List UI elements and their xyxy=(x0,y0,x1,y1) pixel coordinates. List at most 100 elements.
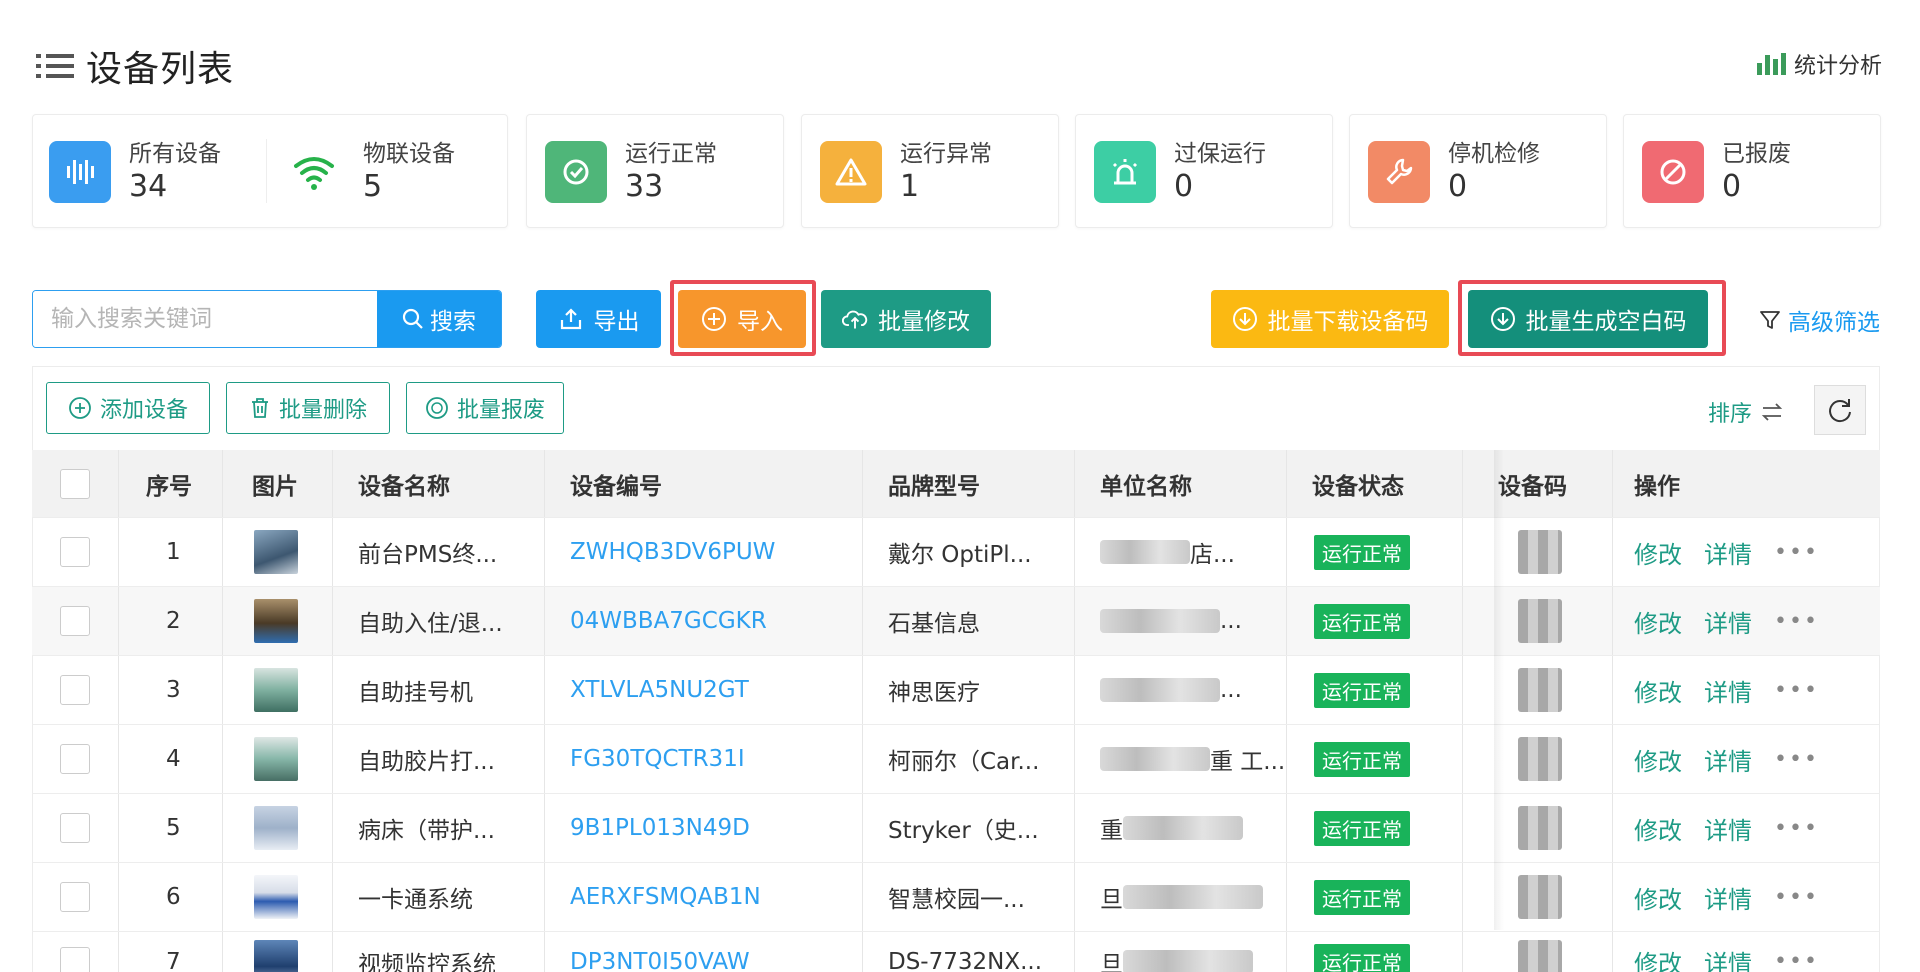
batch-download-code-button[interactable]: 批量下载设备码 xyxy=(1211,290,1449,348)
device-thumbnail[interactable] xyxy=(254,530,298,574)
status-badge: 运行正常 xyxy=(1314,810,1410,846)
detail-link[interactable]: 详情 xyxy=(1704,540,1752,569)
row-index: 3 xyxy=(166,677,181,703)
more-icon[interactable]: ••• xyxy=(1774,815,1819,841)
device-thumbnail[interactable] xyxy=(254,668,298,712)
detail-link[interactable]: 详情 xyxy=(1704,816,1752,845)
edit-link[interactable]: 修改 xyxy=(1634,950,1682,972)
col-header-actions: 操作 xyxy=(1634,473,1680,500)
batch-edit-button[interactable]: 批量修改 xyxy=(821,290,991,348)
row-index: 1 xyxy=(166,539,181,565)
search-input[interactable] xyxy=(33,291,377,347)
row-brand-model: 石基信息 xyxy=(888,611,980,637)
more-icon[interactable]: ••• xyxy=(1774,677,1819,703)
row-device-code-link[interactable]: ZWHQB3DV6PUW xyxy=(570,539,776,565)
summary-card-normal[interactable]: 运行正常 33 xyxy=(526,114,784,228)
detail-link[interactable]: 详情 xyxy=(1704,950,1752,972)
row-device-code-link[interactable]: 9B1PL013N49D xyxy=(570,815,750,841)
export-icon xyxy=(558,306,584,332)
detail-link[interactable]: 详情 xyxy=(1704,609,1752,638)
qr-code-thumbnail[interactable] xyxy=(1518,806,1562,850)
row-checkbox[interactable] xyxy=(60,744,90,774)
row-device-name: 视频监控系统 xyxy=(358,951,496,972)
row-checkbox[interactable] xyxy=(60,882,90,912)
wrench-icon xyxy=(1368,141,1430,203)
summary-label: 运行异常 xyxy=(900,141,992,167)
stats-analysis-label: 统计分析 xyxy=(1793,54,1882,79)
qr-code-thumbnail[interactable] xyxy=(1518,737,1562,781)
row-checkbox[interactable] xyxy=(60,675,90,705)
table-row[interactable]: 7 视频监控系统 DP3NT0I50VAW DS-7732NX... 旦 运行正… xyxy=(32,932,1880,972)
row-device-code-link[interactable]: 04WBBA7GCGKR xyxy=(570,608,767,634)
row-device-code-link[interactable]: FG30TQCTR31I xyxy=(570,746,745,772)
device-thumbnail[interactable] xyxy=(254,806,298,850)
more-icon[interactable]: ••• xyxy=(1774,746,1819,772)
detail-link[interactable]: 详情 xyxy=(1704,885,1752,914)
device-thumbnail[interactable] xyxy=(254,939,298,972)
export-button[interactable]: 导出 xyxy=(536,290,661,348)
scrap-stamp-icon xyxy=(426,397,448,419)
row-device-name: 自助挂号机 xyxy=(358,680,473,706)
row-device-code-link[interactable]: XTLVLA5NU2GT xyxy=(570,677,749,703)
batch-generate-label: 批量生成空白码 xyxy=(1525,309,1687,335)
table-row[interactable]: 5 病床（带护... 9B1PL013N49D Stryker（史... 重 运… xyxy=(32,794,1880,863)
table-row[interactable]: 3 自助挂号机 XTLVLA5NU2GT 神思医疗 ... 运行正常 修改详情•… xyxy=(32,656,1880,725)
qr-code-thumbnail[interactable] xyxy=(1518,668,1562,712)
summary-card-scrapped[interactable]: 已报废 0 xyxy=(1623,114,1881,228)
summary-card-abnormal[interactable]: 运行异常 1 xyxy=(801,114,1059,228)
summary-card-overdue[interactable]: 过保运行 0 xyxy=(1075,114,1333,228)
edit-link[interactable]: 修改 xyxy=(1634,885,1682,914)
table-row[interactable]: 4 自助胶片打... FG30TQCTR31I 柯丽尔（Car... 重 工..… xyxy=(32,725,1880,794)
equalizer-icon xyxy=(49,141,111,203)
row-checkbox[interactable] xyxy=(60,946,90,972)
cloud-upload-icon xyxy=(842,306,868,332)
device-thumbnail[interactable] xyxy=(254,875,298,919)
detail-link[interactable]: 详情 xyxy=(1704,747,1752,776)
redacted-blur xyxy=(1123,885,1263,909)
qr-code-thumbnail[interactable] xyxy=(1518,875,1562,919)
more-icon[interactable]: ••• xyxy=(1774,884,1819,910)
table-row[interactable]: 2 自助入住/退... 04WBBA7GCGKR 石基信息 ... 运行正常 修… xyxy=(32,587,1880,656)
table-row[interactable]: 1 前台PMS终... ZWHQB3DV6PUW 戴尔 OptiPl... 店.… xyxy=(32,518,1880,587)
summary-card-all[interactable]: 所有设备 34 物联设备 5 xyxy=(32,114,508,228)
advanced-filter-link[interactable]: 高级筛选 xyxy=(1758,303,1880,337)
more-icon[interactable]: ••• xyxy=(1774,608,1819,634)
device-thumbnail[interactable] xyxy=(254,599,298,643)
edit-link[interactable]: 修改 xyxy=(1634,747,1682,776)
summary-card-maintenance[interactable]: 停机检修 0 xyxy=(1349,114,1607,228)
row-device-code-link[interactable]: DP3NT0I50VAW xyxy=(570,948,750,972)
sort-button[interactable]: 排序 xyxy=(1708,396,1784,428)
refresh-button[interactable] xyxy=(1814,385,1866,435)
search-button[interactable]: 搜索 xyxy=(377,291,501,347)
row-brand-model: 戴尔 OptiPl... xyxy=(888,542,1032,568)
row-checkbox[interactable] xyxy=(60,606,90,636)
row-device-code-link[interactable]: AERXFSMQAB1N xyxy=(570,884,761,910)
edit-link[interactable]: 修改 xyxy=(1634,678,1682,707)
device-thumbnail[interactable] xyxy=(254,737,298,781)
batch-scrap-button[interactable]: 批量报废 xyxy=(406,382,564,434)
stats-analysis-link[interactable]: 统计分析 xyxy=(1756,48,1882,80)
qr-code-thumbnail[interactable] xyxy=(1518,939,1562,972)
select-all-checkbox[interactable] xyxy=(60,468,90,499)
row-checkbox[interactable] xyxy=(60,813,90,843)
more-icon[interactable]: ••• xyxy=(1774,539,1819,565)
summary-iot-devices[interactable]: 物联设备 5 xyxy=(283,139,455,205)
qr-code-thumbnail[interactable] xyxy=(1518,599,1562,643)
batch-delete-button[interactable]: 批量删除 xyxy=(226,382,390,434)
table-row[interactable]: 6 一卡通系统 AERXFSMQAB1N 智慧校园一... 旦 运行正常 修改详… xyxy=(32,863,1880,932)
edit-link[interactable]: 修改 xyxy=(1634,609,1682,638)
more-icon[interactable]: ••• xyxy=(1774,949,1819,972)
import-button[interactable]: 导入 xyxy=(678,290,806,348)
list-menu-icon[interactable] xyxy=(36,49,76,83)
edit-link[interactable]: 修改 xyxy=(1634,540,1682,569)
batch-generate-blank-code-button[interactable]: 批量生成空白码 xyxy=(1468,290,1708,348)
summary-all-devices[interactable]: 所有设备 34 xyxy=(49,139,221,205)
add-device-button[interactable]: 添加设备 xyxy=(46,382,210,434)
edit-link[interactable]: 修改 xyxy=(1634,816,1682,845)
detail-link[interactable]: 详情 xyxy=(1704,678,1752,707)
qr-code-thumbnail[interactable] xyxy=(1518,530,1562,574)
card-divider xyxy=(266,139,267,203)
row-checkbox[interactable] xyxy=(60,537,90,567)
refresh-icon xyxy=(1829,399,1851,423)
